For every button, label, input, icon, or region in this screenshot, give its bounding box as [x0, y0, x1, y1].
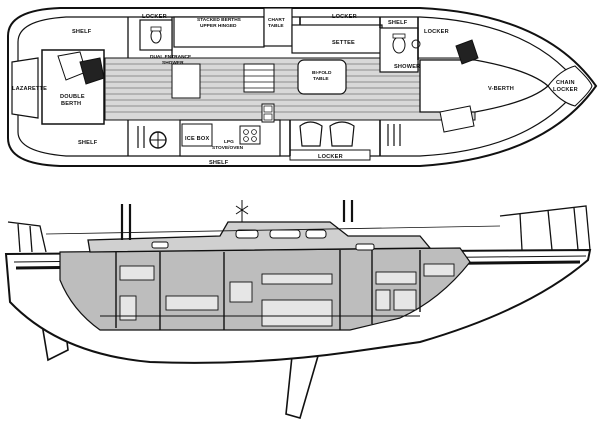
interior-cabinets [119, 263, 455, 327]
label-lpg-1: LPG [224, 139, 234, 145]
wc-toilet-icon [150, 26, 162, 44]
stern-pulpit [7, 221, 47, 253]
keel [285, 355, 320, 419]
engine-box [171, 63, 201, 99]
stacked-berths [173, 16, 265, 48]
stbd-frames-fwd [387, 124, 401, 146]
interior-section [59, 247, 471, 331]
companionway-stairs-icon [243, 63, 275, 93]
label-dual-entrance-1: DUAL ENTRANCE [150, 54, 192, 60]
label-v-berth: V-BERTH [488, 86, 514, 92]
portlights [151, 229, 375, 251]
label-shelf-port-aft: SHELF [72, 29, 92, 35]
pillow-2 [79, 57, 105, 85]
label-settee: SETTEE [332, 40, 355, 46]
masts [120, 200, 354, 240]
bi-fold-table [297, 59, 347, 95]
label-double-berth-1: DOUBLE [60, 94, 85, 100]
antenna-icon [235, 200, 249, 222]
stove-icon [239, 125, 261, 145]
label-shelf-stbd-aft: SHELF [78, 140, 98, 146]
chair-icon [299, 121, 355, 147]
label-chart-table-2: TABLE [268, 23, 284, 29]
label-lazarette: LAZARETTE [12, 86, 47, 92]
stbd-frames-aft [137, 126, 145, 148]
lazarette [11, 57, 39, 119]
v-berth-pillow-1 [455, 39, 479, 65]
label-chart-table-1: CHART [268, 17, 285, 23]
bow-pulpit [499, 205, 591, 251]
label-shower: SHOWER [394, 64, 420, 70]
label-bifold-2: TABLE [313, 76, 329, 82]
cabin-trunk [87, 221, 432, 253]
sink-icon [261, 103, 275, 123]
bulkheads [289, 17, 419, 156]
profile-elevation [4, 200, 592, 419]
label-stacked-berths-1: STACKED BERTHS [197, 17, 242, 23]
label-chain-locker-2: LOCKER [553, 87, 578, 93]
label-bifold-1: BI-FOLD [312, 70, 332, 76]
label-lpg-2: STOVE/OVEN [212, 145, 244, 151]
label-double-berth-2: BERTH [61, 101, 81, 107]
cabin-sole [104, 57, 476, 121]
label-locker-aft: LOCKER [142, 14, 167, 20]
label-stacked-berths-2: UPPER HINGED [200, 23, 237, 29]
label-ice-box: ICE BOX [185, 136, 209, 142]
interior-bulkheads [115, 250, 421, 330]
label-locker-mid: LOCKER [332, 14, 357, 20]
wc-toilet-icon [392, 33, 406, 54]
steering-wheel-icon [149, 131, 167, 149]
label-chain-locker-1: CHAIN [556, 80, 575, 86]
v-berth-pillow-2 [439, 105, 475, 133]
label-locker-fwd: LOCKER [424, 29, 449, 35]
label-dual-entrance-2: SHOWER [162, 60, 184, 66]
chain-locker [547, 65, 593, 107]
label-locker-stbd: LOCKER [318, 154, 343, 160]
label-shelf-fwd: SHELF [388, 20, 408, 26]
label-shelf-stbd-mid: SHELF [209, 160, 229, 166]
ice-box [181, 123, 213, 147]
settee [291, 24, 383, 54]
accommodation-plan: SHELF LOCKER STACKED BERTHS UPPER HINGED… [7, 7, 598, 167]
